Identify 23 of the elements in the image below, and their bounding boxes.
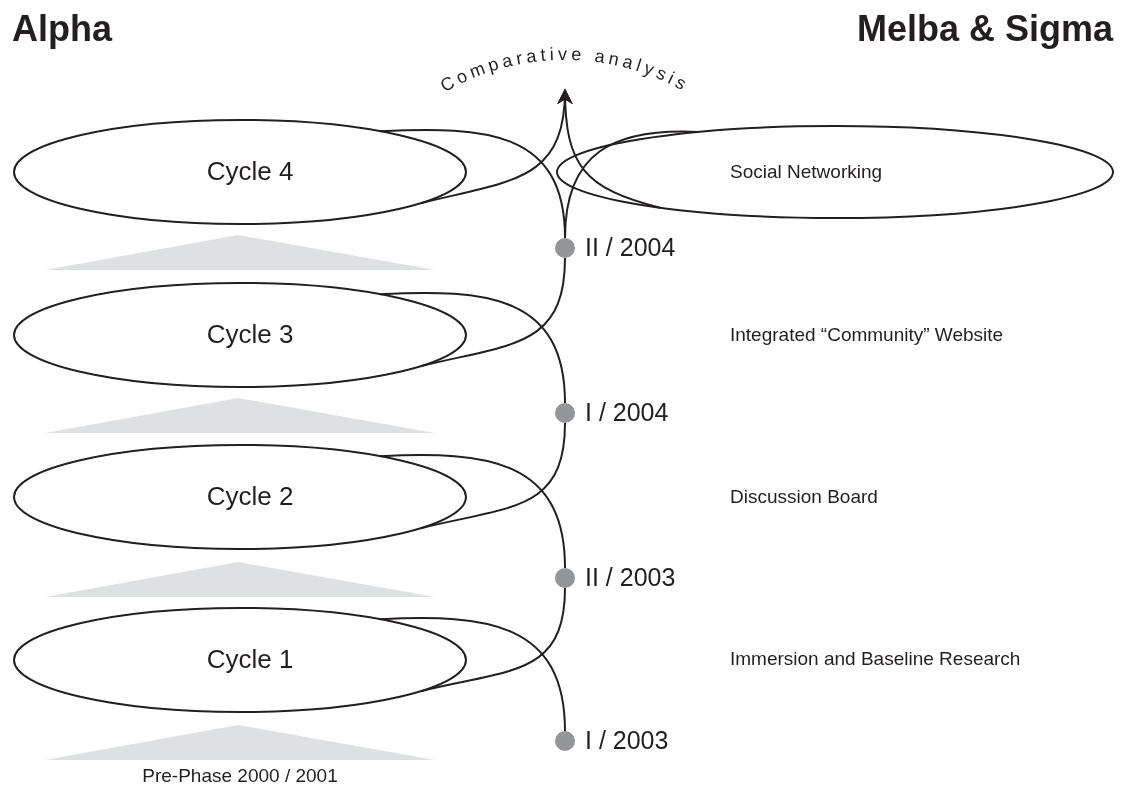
date-label: II / 2003 <box>585 563 676 592</box>
date-label: I / 2004 <box>585 398 669 427</box>
timeline-dot <box>555 238 575 258</box>
date-label: II / 2004 <box>585 233 676 262</box>
ellipse-label: Cycle 1 <box>206 644 294 676</box>
ellipse-label: Cycle 2 <box>206 481 294 513</box>
heading: Alpha <box>12 8 112 50</box>
heading: Melba & Sigma <box>856 8 1113 50</box>
ellipse-label: Social Networking <box>730 160 883 183</box>
phase-label: Pre-Phase 2000 / 2001 <box>142 765 338 787</box>
date-label: I / 2003 <box>585 726 669 755</box>
timeline-dot <box>555 403 575 423</box>
connector-line <box>379 617 566 732</box>
timeline-dot <box>555 731 575 751</box>
connector-line <box>379 454 566 569</box>
cycle-description: Immersion and Baseline Research <box>730 648 1021 670</box>
connector-line <box>379 291 566 404</box>
timeline-dot <box>555 568 575 588</box>
arrow <box>557 88 661 209</box>
ellipse-label: Cycle 4 <box>206 156 294 188</box>
cycle-description: Integrated “Community” Website <box>730 324 1004 346</box>
cycle-description: Discussion Board <box>730 486 878 508</box>
ellipse-label: Cycle 3 <box>206 319 294 351</box>
